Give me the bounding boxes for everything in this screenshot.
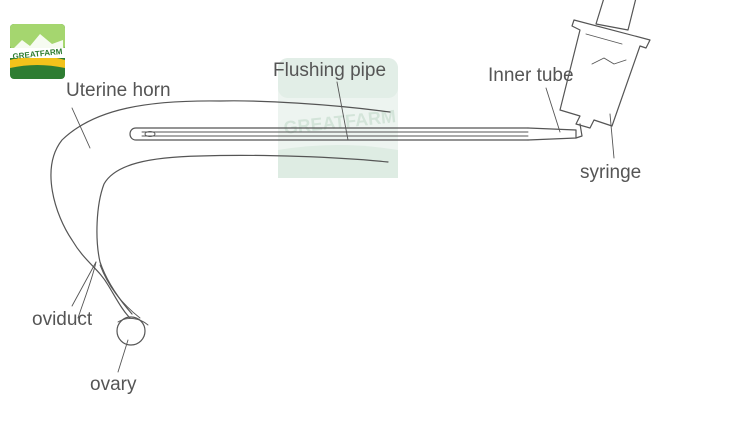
label-oviduct: oviduct — [32, 309, 93, 330]
label-uterine-horn: Uterine horn — [66, 80, 171, 101]
leader-uterine-horn — [71, 107, 91, 149]
label-flushing-pipe: Flushing pipe — [273, 60, 386, 81]
ovary-shape — [116, 316, 149, 346]
syringe-shape — [559, 0, 651, 139]
label-syringe: syringe — [580, 162, 641, 183]
leader-oviduct — [71, 261, 97, 307]
label-inner-tube: Inner tube — [488, 65, 574, 86]
leader-flushing-pipe — [336, 81, 349, 141]
label-ovary: ovary — [90, 374, 137, 395]
watermark: GREATFARM — [278, 58, 398, 178]
leader-syringe — [609, 113, 615, 159]
leader-inner-tube — [545, 87, 561, 133]
greatfarm-logo: GREATFARM — [10, 24, 65, 79]
uterine-horn-shape — [50, 100, 391, 319]
leader-ovary — [117, 339, 129, 373]
flushing-pipe-shape — [129, 127, 577, 141]
leader-lines — [71, 81, 615, 373]
